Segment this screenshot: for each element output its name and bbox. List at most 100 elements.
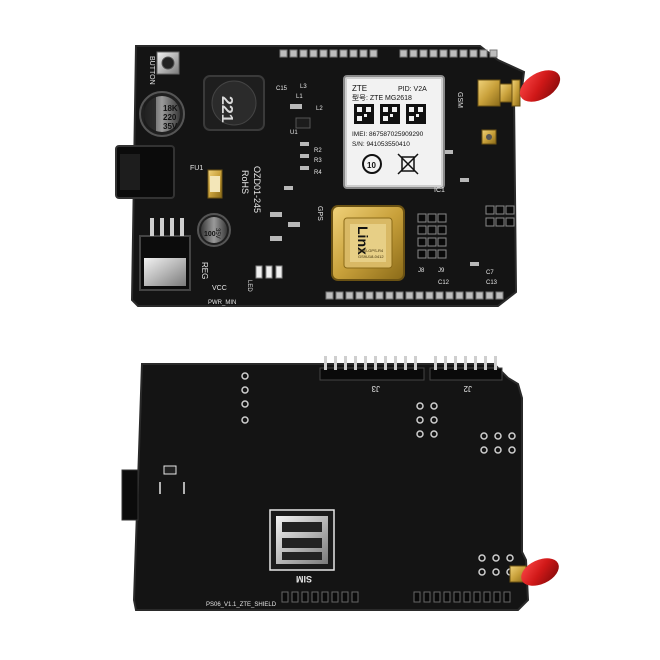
back-dc-jack xyxy=(121,469,139,521)
via xyxy=(492,554,500,562)
via xyxy=(478,554,486,562)
svg-text:10: 10 xyxy=(367,161,376,170)
via xyxy=(478,568,486,576)
reg-label: REG xyxy=(200,262,209,279)
via xyxy=(492,568,500,576)
front-bottom-header xyxy=(325,291,504,300)
gsm-sma-connector xyxy=(477,79,521,107)
header-housing xyxy=(319,367,425,381)
via xyxy=(506,554,514,562)
icsp-pin xyxy=(437,225,447,235)
header-pin xyxy=(419,49,428,58)
gps-label: GPS xyxy=(316,206,323,221)
icsp-pin xyxy=(437,249,447,259)
rohs-label: RoHS xyxy=(240,170,250,194)
via xyxy=(430,430,438,438)
header-pin xyxy=(443,591,451,603)
gsm-label: GSM xyxy=(456,92,463,108)
icsp-pin xyxy=(427,237,437,247)
header-pin xyxy=(349,49,358,58)
icsp-pin xyxy=(427,213,437,223)
cap2-value-2: 35V xyxy=(214,228,220,239)
header-pin xyxy=(429,49,438,58)
header-pin xyxy=(479,49,488,58)
cap2-value-1: 100 xyxy=(204,231,216,238)
header-pin xyxy=(475,291,484,300)
header-pin xyxy=(489,49,498,58)
front-top-header xyxy=(279,49,498,58)
board-name: OZD01-245 xyxy=(252,166,262,213)
icsp-pin xyxy=(417,249,427,259)
j2-label: J2 xyxy=(463,384,472,393)
via xyxy=(241,386,249,394)
header-pin xyxy=(474,356,477,370)
electrolytic-capacitor-2 xyxy=(197,213,231,247)
front-board: BUTTON 18K 220 35V 221 OZD01-245 RoHS FU… xyxy=(115,45,561,307)
gsm-brand: ZTE xyxy=(352,84,367,93)
led-2 xyxy=(265,265,273,279)
header-pin xyxy=(503,591,511,603)
env-protection-icon xyxy=(362,154,382,174)
gsm-pid: PID: V2A xyxy=(398,86,427,93)
header-pin xyxy=(445,291,454,300)
header-pin xyxy=(484,356,487,370)
via xyxy=(241,372,249,380)
header-pin xyxy=(374,356,377,370)
header-pin xyxy=(365,291,374,300)
sim-card-holder xyxy=(269,509,335,571)
via xyxy=(241,416,249,424)
back-header-bottom-right xyxy=(413,591,511,603)
header-pin xyxy=(399,49,408,58)
header-pin xyxy=(505,205,515,215)
header-pin xyxy=(345,291,354,300)
via xyxy=(430,416,438,424)
l3-label: L3 xyxy=(300,84,307,90)
header-pin xyxy=(351,591,359,603)
header-pin xyxy=(485,205,495,215)
c7-label: C7 xyxy=(486,270,494,276)
header-pin xyxy=(483,591,491,603)
c13-label: C13 xyxy=(486,280,498,286)
right-small-header xyxy=(485,205,515,227)
header-pin xyxy=(375,291,384,300)
header-pin xyxy=(505,217,515,227)
header-pin xyxy=(409,49,418,58)
header-pin xyxy=(459,49,468,58)
header-pin xyxy=(281,591,289,603)
header-pin xyxy=(341,591,349,603)
header-pin xyxy=(463,591,471,603)
header-pin xyxy=(329,49,338,58)
reset-button xyxy=(156,51,180,75)
qr-code-1 xyxy=(354,104,374,124)
weee-bin-icon xyxy=(397,153,419,175)
j8-label: J8 xyxy=(418,268,425,274)
back-header-j3 xyxy=(319,356,425,381)
header-pin xyxy=(309,49,318,58)
via xyxy=(494,446,502,454)
header-pin xyxy=(495,217,505,227)
header-pin xyxy=(311,591,319,603)
icsp-pin xyxy=(417,237,427,247)
l1-label: L1 xyxy=(296,94,303,100)
header-pin xyxy=(454,356,457,370)
header-pin xyxy=(495,205,505,215)
via xyxy=(430,402,438,410)
header-pin xyxy=(395,291,404,300)
qr-code-2 xyxy=(380,104,400,124)
antenna-cap-red xyxy=(519,70,561,102)
icsp-pin xyxy=(427,225,437,235)
inductor-label: 221 xyxy=(218,96,235,123)
header-pin xyxy=(319,49,328,58)
gsm-sn: S/N: 941053550410 xyxy=(352,141,410,148)
header-pin xyxy=(355,291,364,300)
gps-brand: Linx xyxy=(355,226,371,255)
icsp-pin xyxy=(427,249,437,259)
header-pin xyxy=(334,356,337,370)
header-pin xyxy=(384,356,387,370)
gps-sub-2: GS9U18-0412 xyxy=(358,254,384,259)
header-pin xyxy=(339,49,348,58)
icsp-pin xyxy=(437,237,447,247)
ic1-label: IC1 xyxy=(434,187,445,194)
j9-label: J9 xyxy=(438,268,445,274)
